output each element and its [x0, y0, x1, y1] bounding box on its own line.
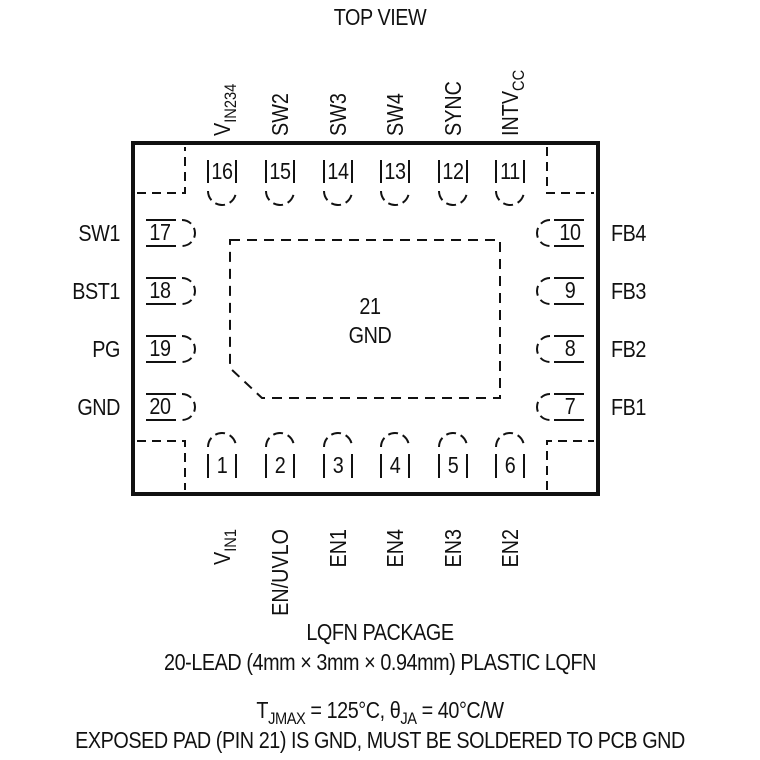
package-name: LQFN PACKAGE — [306, 619, 454, 645]
pin-number-2: 2 — [274, 452, 286, 478]
pin-number-11: 11 — [500, 158, 520, 184]
pin-name-fb4: FB4 — [611, 220, 646, 246]
pin-number-1: 1 — [216, 452, 228, 478]
pin-name-sw2: SW2 — [267, 93, 293, 136]
pin-name-pg: PG — [92, 336, 120, 362]
top-view-title: TOP VIEW — [333, 4, 427, 30]
pin-number-6: 6 — [504, 452, 516, 478]
pin-8 — [536, 335, 584, 363]
pin-10 — [536, 219, 584, 247]
package-outline — [131, 141, 600, 496]
pin-name-sync: SYNC — [440, 81, 466, 136]
pin-number-9: 9 — [564, 277, 576, 303]
pin-12 — [438, 160, 468, 206]
package-lead-description: 20-LEAD (4mm × 3mm × 0.94mm) PLASTIC LQF… — [164, 649, 596, 675]
pin-18 — [146, 277, 196, 305]
exposed-pad-outline — [229, 239, 501, 399]
pin-name-gnd: GND — [77, 394, 120, 420]
pin-number-8: 8 — [564, 335, 576, 361]
pin-5 — [438, 432, 468, 478]
pin-name-sw4: SW4 — [382, 93, 408, 136]
pin-number-16: 16 — [211, 158, 233, 184]
pin-name-fb2: FB2 — [611, 336, 646, 362]
pin-number-13: 13 — [384, 158, 406, 184]
pin-13 — [380, 160, 410, 206]
pin-15 — [265, 160, 295, 206]
pin-6 — [495, 432, 525, 478]
pin-7 — [536, 393, 584, 421]
pin-name-intvcc: INTVCC — [497, 69, 528, 136]
pin-number-14: 14 — [327, 158, 349, 184]
pin-number-18: 18 — [149, 277, 171, 303]
pin-name-fb1: FB1 — [611, 394, 646, 420]
pin-number-7: 7 — [564, 393, 576, 419]
pin-19 — [146, 335, 196, 363]
pin-17 — [146, 219, 196, 247]
pin-9 — [536, 277, 584, 305]
corner-markers — [137, 147, 594, 490]
thermal-spec: TJMAX = 125°C, θJA = 40°C/W — [256, 697, 504, 728]
left-pins — [146, 219, 196, 421]
pin-16 — [207, 160, 237, 206]
pin-20 — [146, 393, 196, 421]
pin-4 — [380, 432, 410, 478]
pin-number-10: 10 — [559, 219, 581, 245]
pin-number-15: 15 — [269, 158, 291, 184]
right-pins — [536, 219, 584, 421]
pin-number-4: 4 — [389, 452, 401, 478]
pin-1 — [207, 432, 237, 478]
pin-name-sw1: SW1 — [78, 220, 120, 246]
pin-number-19: 19 — [149, 335, 171, 361]
top-pins — [207, 160, 525, 206]
pin-name-fb3: FB3 — [611, 278, 646, 304]
pin-number-17: 17 — [149, 219, 171, 245]
pin-number-20: 20 — [149, 393, 171, 419]
pin-number-5: 5 — [447, 452, 459, 478]
pin-name-sw3: SW3 — [325, 93, 351, 136]
pin-2 — [265, 432, 295, 478]
exposed-pad-note: EXPOSED PAD (PIN 21) IS GND, MUST BE SOL… — [75, 727, 685, 753]
exposed-pad-number: 21 — [359, 293, 381, 319]
exposed-pad-name: GND — [348, 322, 392, 348]
bottom-pins — [207, 432, 525, 478]
pin-14 — [323, 160, 353, 206]
pin-name-vin234: VIN234 — [209, 83, 240, 136]
pin-3 — [323, 432, 353, 478]
pin-number-12: 12 — [442, 158, 464, 184]
pin-11 — [495, 160, 525, 206]
pin-number-3: 3 — [332, 452, 344, 478]
pin-name-bst1: BST1 — [72, 278, 120, 304]
